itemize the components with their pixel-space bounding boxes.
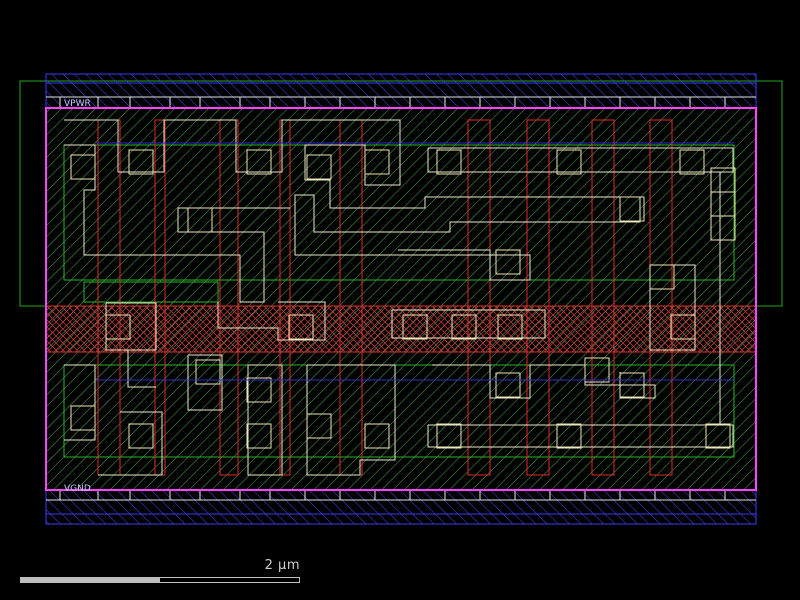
diffusion-layer bbox=[63, 144, 735, 458]
contact-layer bbox=[70, 149, 736, 449]
guide-lines bbox=[96, 142, 734, 381]
poly-band bbox=[46, 305, 756, 353]
scale-fill bbox=[21, 578, 160, 582]
cell-boundary bbox=[45, 107, 757, 491]
scale-track bbox=[20, 577, 300, 583]
vpwr-rail bbox=[45, 73, 757, 109]
vpwr-pin-label: VPWR bbox=[64, 99, 91, 109]
vgnd-pin-label: VGND bbox=[64, 484, 91, 494]
scale-label: 2 µm bbox=[264, 558, 300, 573]
vgnd-rail bbox=[45, 489, 757, 525]
scale-bar: 2 µm bbox=[20, 556, 300, 586]
rail-ticks bbox=[59, 97, 726, 500]
